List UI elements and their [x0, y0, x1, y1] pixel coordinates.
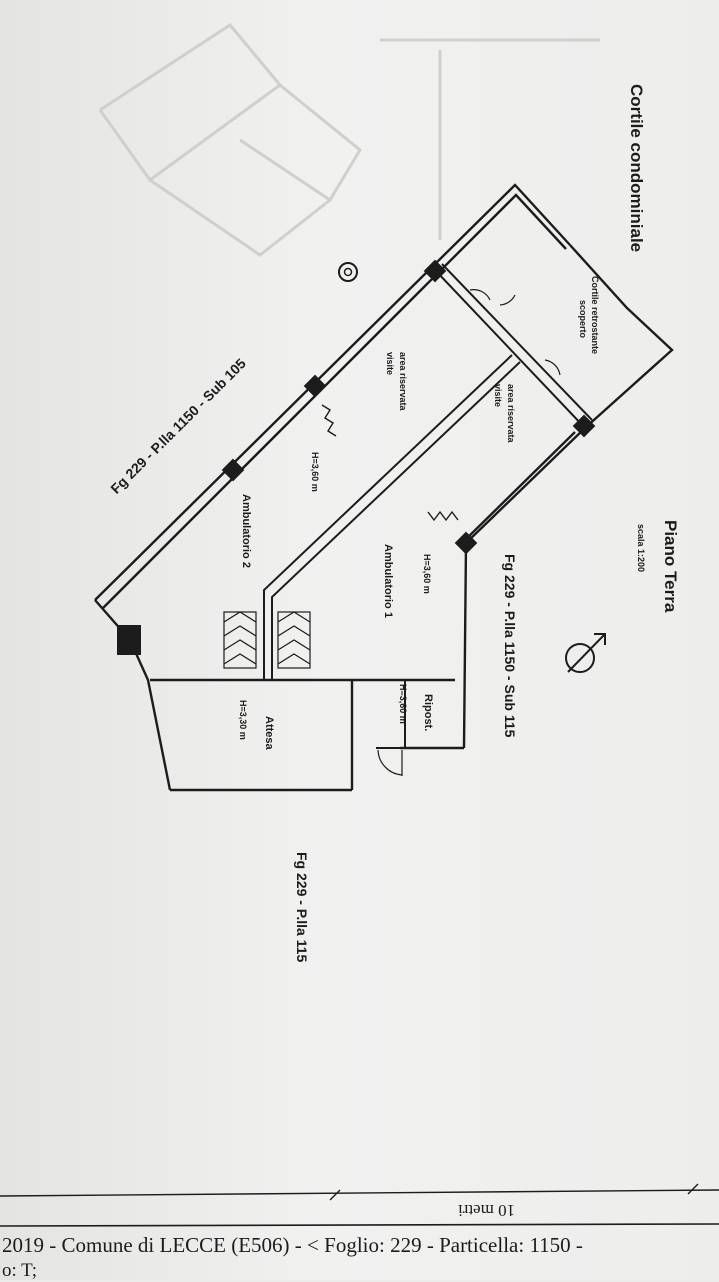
ripost-name: Ripost. [422, 694, 434, 732]
scale-bar [0, 1183, 719, 1201]
parcel-adjacent-label: Fg 229 - P.lla 115 [294, 852, 310, 963]
doors [377, 289, 561, 776]
footer-line1: 2019 - Comune di LECCE (E506) - < Foglio… [2, 1233, 583, 1257]
scale-bar-label: 10 metri [458, 1201, 516, 1220]
column-icon [117, 259, 596, 655]
rear-courtyard-label-2: scoperto [578, 300, 588, 339]
area-1-line1: area riservata [506, 384, 516, 443]
attesa-name: Attesa [263, 716, 275, 750]
page-title: Piano Terra [661, 520, 680, 613]
attesa-height: H=3,30 m [238, 700, 248, 740]
stair-icon [223, 611, 311, 669]
well-icon [338, 262, 358, 282]
footer-rule [0, 1223, 719, 1227]
ambulatorio-1-height: H=3,60 m [422, 554, 432, 594]
ambulatorio-2-height: H=3,60 m [310, 452, 320, 492]
north-arrow-icon [565, 633, 606, 673]
ambulatorio-2-name: Ambulatorio 2 [240, 494, 252, 568]
area-1-line2: visite [493, 384, 503, 408]
radiator-icon [321, 404, 459, 522]
footer-line2: o: T; [2, 1260, 38, 1281]
area-2-line2: visite [385, 352, 395, 376]
outer-walls [94, 183, 674, 792]
rear-courtyard-label-1: Cortile retrostante [590, 276, 600, 355]
ambulatorio-1-name: Ambulatorio 1 [382, 544, 394, 618]
parcel-main-label: Fg 229 - P.lla 1150 - Sub 115 [502, 554, 518, 738]
ghost-print [98, 23, 600, 257]
area-2-line1: area riservata [398, 352, 408, 411]
courtyard-label: Cortile condominiale [627, 84, 646, 253]
scale-label: scala 1:200 [636, 524, 646, 573]
ripost-height: H=3,60 m [398, 684, 408, 724]
partition-walls [263, 263, 593, 749]
